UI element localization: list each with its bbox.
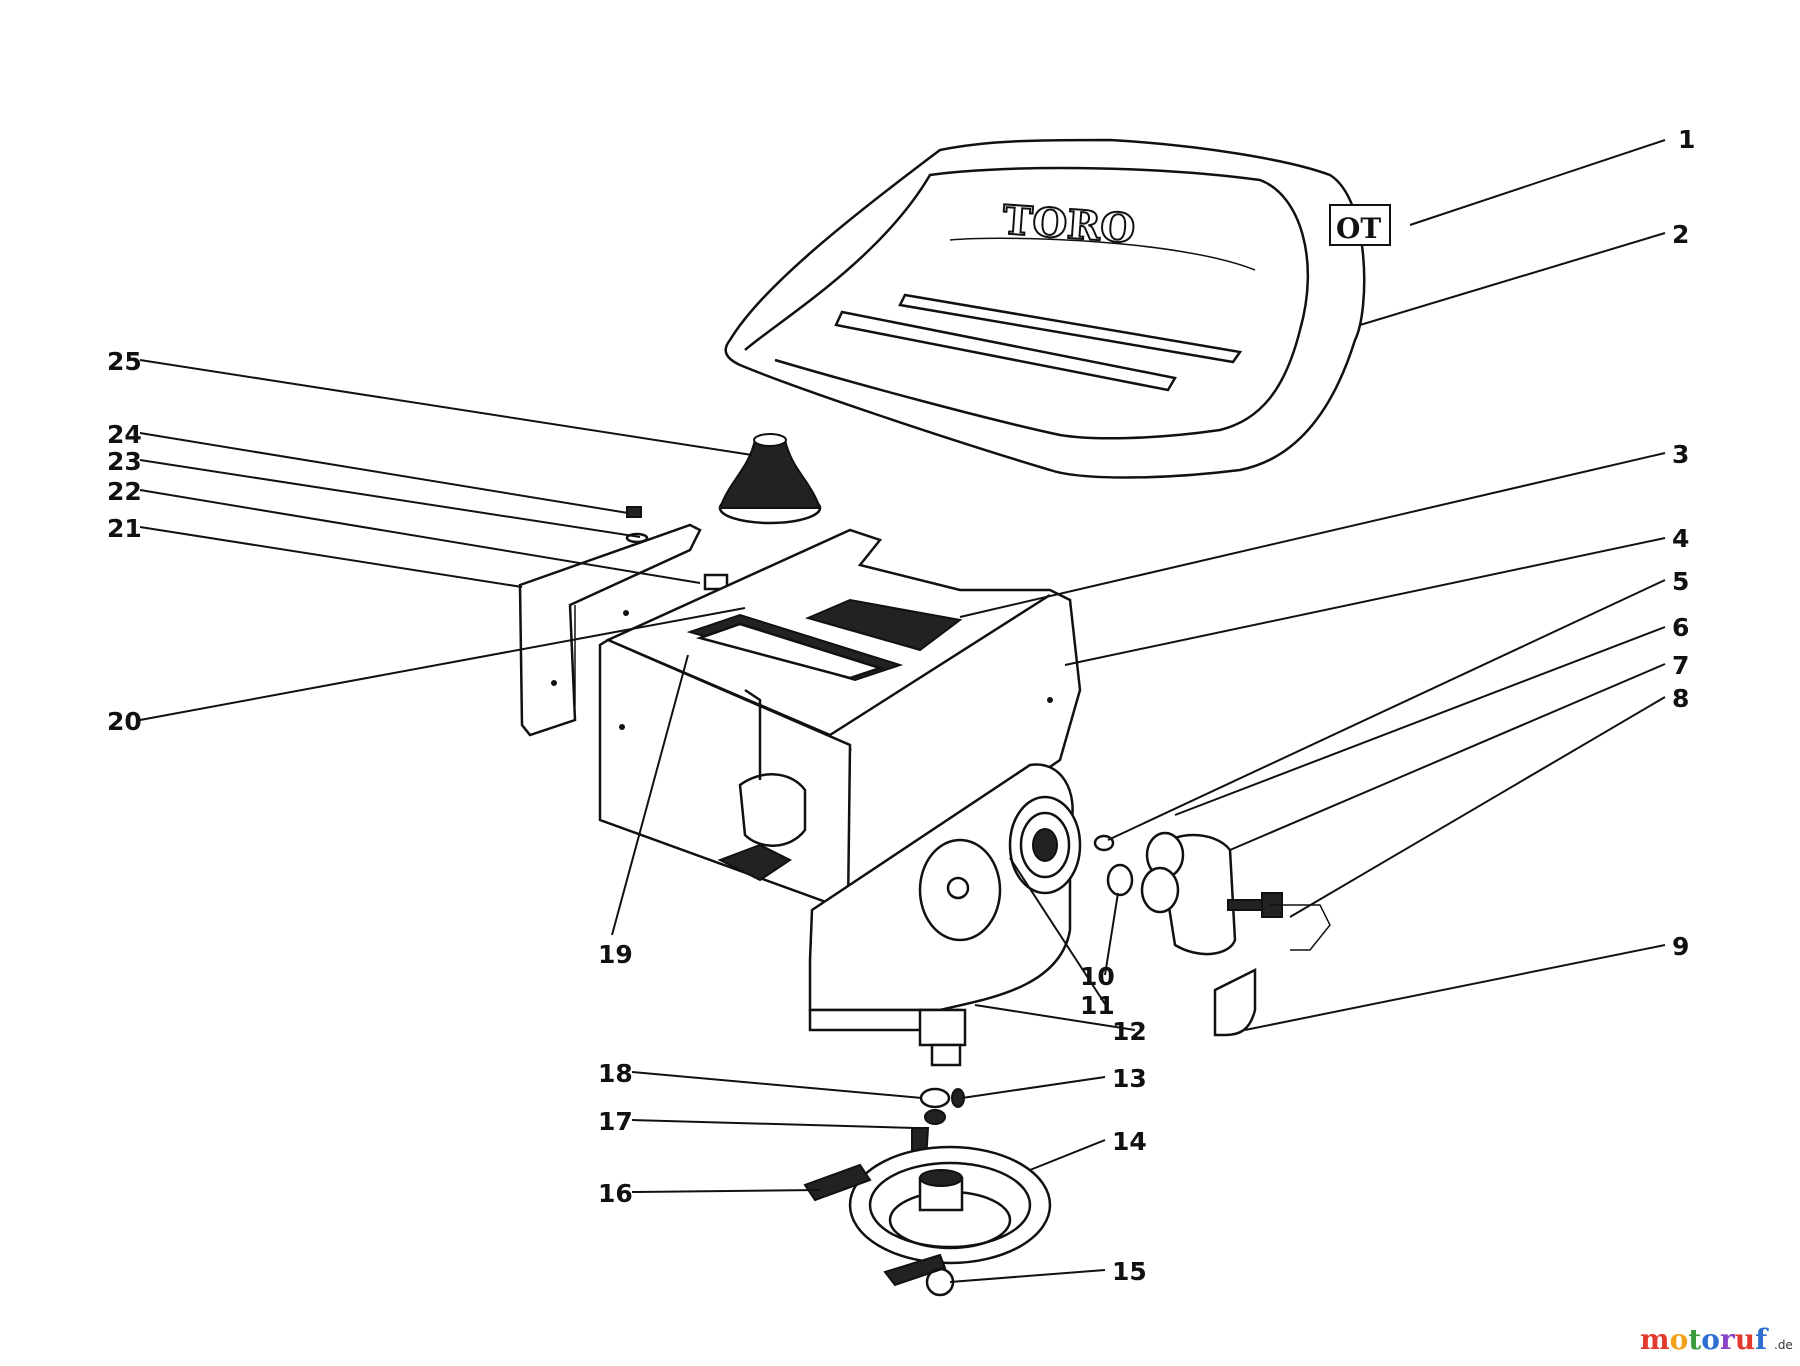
callout-4: 4 <box>1672 524 1689 553</box>
transaxle <box>717 688 1082 1067</box>
callout-22: 22 <box>107 477 142 506</box>
watermark-letter: t <box>1688 1323 1701 1356</box>
shift-boot <box>718 433 822 525</box>
callout-6: 6 <box>1672 613 1689 642</box>
brake-parts <box>1093 831 1331 1037</box>
callout-9: 9 <box>1672 932 1689 961</box>
callout-21: 21 <box>107 514 142 543</box>
callout-17: 17 <box>598 1107 633 1136</box>
watermark-letter: r <box>1720 1323 1736 1356</box>
seat-logo-text: TORO <box>1001 196 1137 252</box>
callout-15: 15 <box>1112 1257 1147 1286</box>
callout-11: 11 <box>1080 991 1115 1020</box>
watermark-letter: o <box>1670 1323 1689 1356</box>
watermark-text: motoruf <box>1640 1323 1769 1356</box>
callout-5: 5 <box>1672 567 1689 596</box>
callout-19: 19 <box>598 940 633 969</box>
decal-text: OT <box>1336 212 1381 245</box>
callout-14: 14 <box>1112 1127 1147 1156</box>
watermark-letter: f <box>1755 1323 1769 1356</box>
callout-25: 25 <box>107 347 142 376</box>
decal: OT <box>1329 204 1391 246</box>
callout-16: 16 <box>598 1179 633 1208</box>
callout-12: 12 <box>1112 1017 1147 1046</box>
callout-24: 24 <box>107 420 142 449</box>
callout-20: 20 <box>107 707 142 736</box>
watermark-logo: motoruf .de <box>1640 1323 1793 1356</box>
callout-13: 13 <box>1112 1064 1147 1093</box>
seat: TORO <box>724 138 1366 479</box>
pulley-assembly <box>803 1087 1052 1297</box>
watermark-letter: o <box>1701 1323 1720 1356</box>
callout-3: 3 <box>1672 440 1689 469</box>
callout-2: 2 <box>1672 220 1689 249</box>
watermark-letter: u <box>1735 1323 1755 1356</box>
watermark-tld: .de <box>1774 1338 1793 1352</box>
callout-23: 23 <box>107 447 142 476</box>
bracket-plate <box>518 523 702 737</box>
callout-18: 18 <box>598 1059 633 1088</box>
callout-1: 1 <box>1678 125 1695 154</box>
callout-numbers: 1 2 3 4 5 6 7 8 9 10 11 12 13 14 15 16 1… <box>107 125 1695 1286</box>
callout-8: 8 <box>1672 684 1689 713</box>
callout-7: 7 <box>1672 651 1689 680</box>
hardware-small <box>625 506 729 591</box>
watermark-letter: m <box>1640 1323 1670 1356</box>
callout-leaders <box>139 139 1666 1283</box>
callout-10: 10 <box>1080 962 1115 991</box>
